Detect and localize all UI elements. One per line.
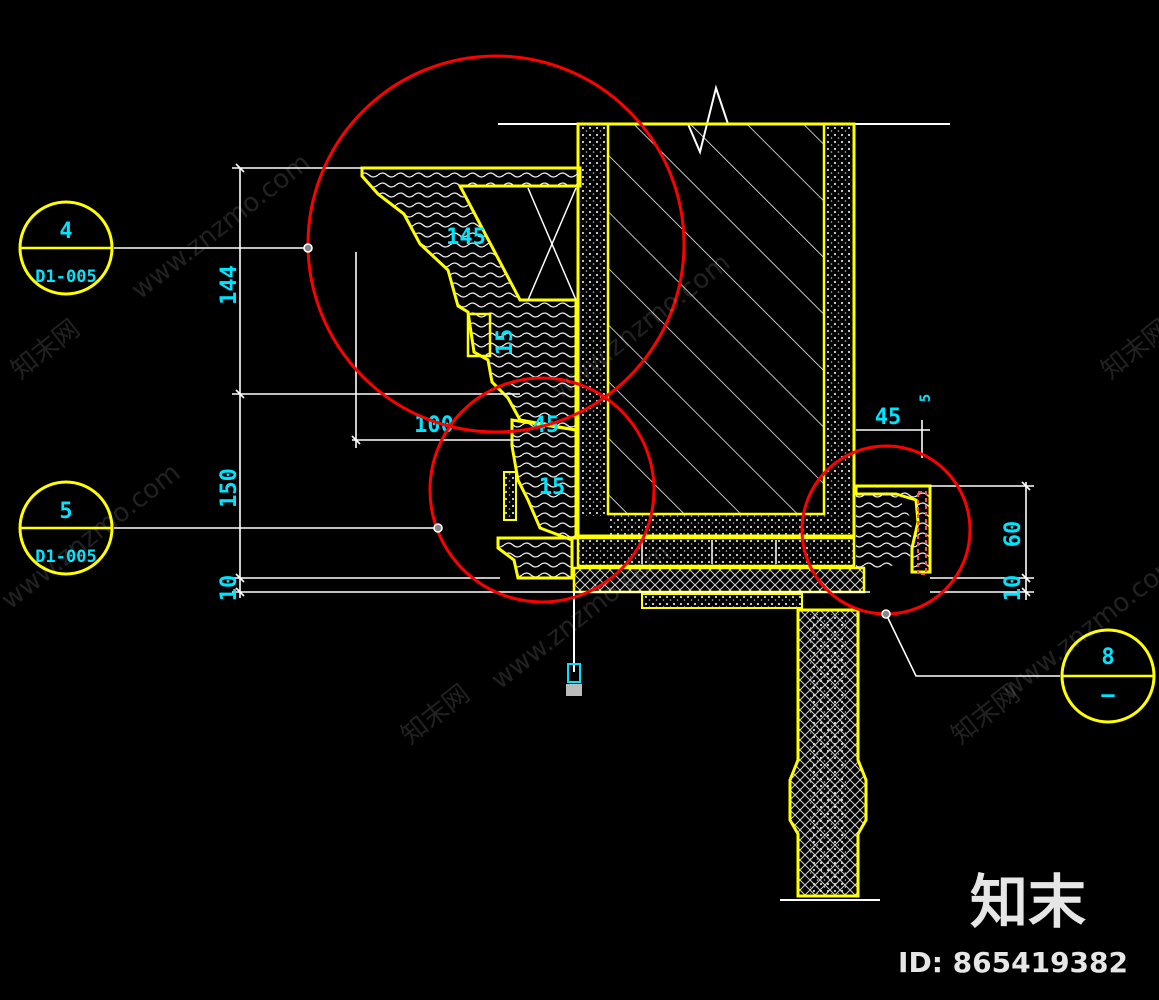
watermark-site-4: www.znzmo.com: [996, 548, 1159, 706]
detail-tag-8-number: 8: [1101, 645, 1114, 670]
dim-mid-height: 150: [217, 468, 242, 508]
detail-tag-4-number: 4: [59, 219, 72, 244]
callout-circle-lower: [428, 376, 656, 604]
callout-leaders: [114, 243, 1060, 677]
brand-logo-text: 知末: [970, 868, 1086, 936]
dim-right-45: 45: [875, 405, 902, 430]
watermark-name-1: 知末网: [6, 314, 86, 386]
dim-right-small: 5: [918, 394, 934, 402]
id-label: ID: 865419382: [898, 946, 1128, 979]
crown-moulding-lower: [496, 418, 578, 580]
watermark-name-4: 知末网: [1096, 314, 1159, 386]
dimension-lines-right: [856, 420, 1034, 600]
dim-small-gap: 15: [493, 329, 518, 356]
detail-tag-5-sheet: D1-005: [35, 547, 96, 567]
dim-bottom-left: 10: [217, 575, 242, 602]
hanger-rod: [566, 592, 582, 696]
dim-base-15: 15: [539, 475, 566, 500]
dim-right-height: 60: [1001, 521, 1026, 548]
detail-tag-5-number: 5: [59, 499, 72, 524]
dim-top-height: 144: [217, 265, 242, 305]
watermark-name-3: 知末网: [946, 679, 1026, 751]
watermark-site-5: www.znzmo.com: [0, 458, 186, 616]
dim-crown-width: 145: [446, 225, 486, 250]
dim-bottom-right: 10: [1001, 575, 1026, 602]
concrete-wall: [498, 84, 950, 538]
watermark-name-2: 知末网: [396, 679, 476, 751]
dimension-lines-left: [232, 163, 520, 598]
detail-tag-4: 4 D1-005: [18, 200, 114, 296]
door-jamb: [780, 608, 880, 901]
right-moulding: [854, 484, 932, 575]
ceiling-boards: [500, 536, 870, 609]
detail-tag-4-sheet: D1-005: [35, 267, 96, 287]
detail-tag-5: 5 D1-005: [18, 480, 114, 576]
crown-moulding-upper: [360, 166, 582, 432]
detail-tag-8-sheet: —: [1101, 683, 1115, 708]
detail-tag-8: 8 —: [1060, 628, 1156, 724]
